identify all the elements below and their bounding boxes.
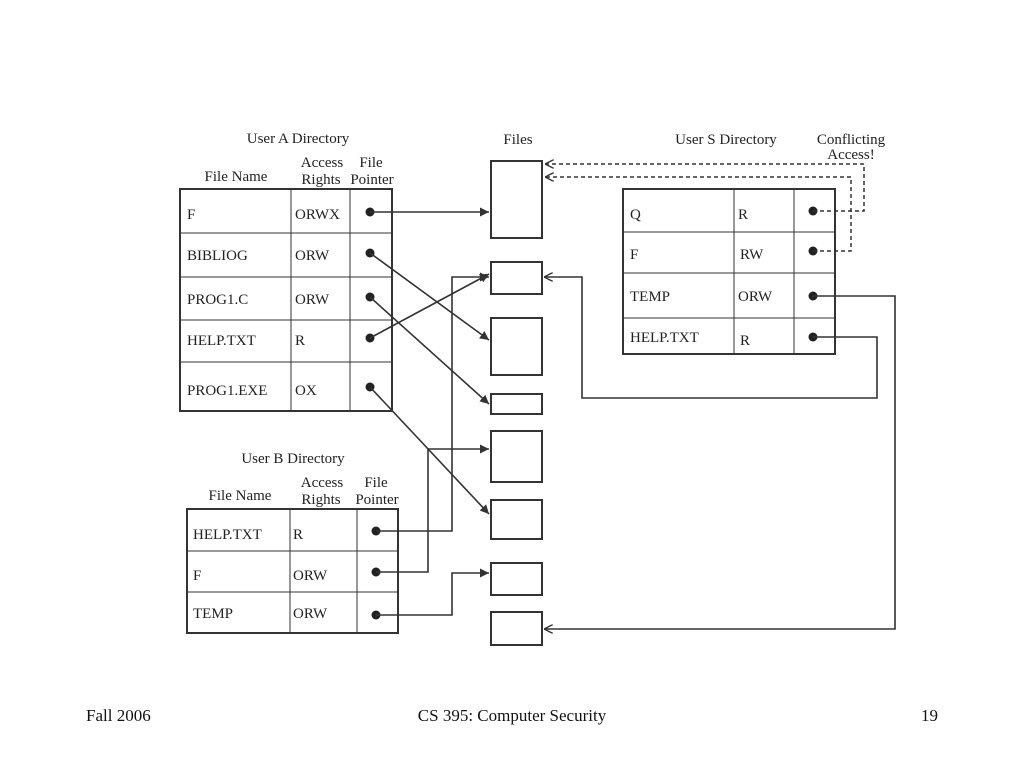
user-s-row-1-name: Q: [630, 207, 641, 223]
user-s-row-2-rights: RW: [740, 247, 764, 263]
file-block-2: [490, 261, 543, 295]
user-b-access-rights-header-line2: Rights: [301, 492, 340, 508]
user-b-row-3-rights: ORW: [293, 606, 328, 622]
user-a-directory-heading: User A Directory: [247, 131, 350, 147]
user-b-row-1-name: HELP.TXT: [193, 527, 262, 543]
file-block-5: [490, 430, 543, 483]
user-a-row-1-name: F: [187, 207, 195, 223]
user-a-directory-table: [179, 188, 393, 412]
user-a-row-5-rights: OX: [295, 383, 317, 399]
user-a-row-3-rights: ORW: [295, 292, 330, 308]
file-pointer-dots: [365, 206, 818, 620]
user-b-row-2-rights: ORW: [293, 568, 328, 584]
file-blocks: [490, 160, 543, 646]
user-s-row-3-name: TEMP: [630, 289, 670, 305]
arrow-a-prog1c-to-file-4: [369, 296, 490, 405]
user-s-row-1-rights: R: [738, 207, 748, 223]
user-b-row-1-rights: R: [293, 527, 303, 543]
user-s-directory-table: [622, 188, 836, 355]
user-b-access-rights-header-line1: Access: [301, 475, 344, 491]
user-s-directory-heading: User S Directory: [675, 132, 777, 148]
file-block-8: [490, 611, 543, 646]
user-a-row-4-rights: R: [295, 333, 305, 349]
conflicting-access-label-line1: Conflicting: [817, 132, 886, 148]
arrow-s-helptxt-to-file-2: [544, 277, 878, 399]
user-a-row-5-name: PROG1.EXE: [187, 383, 267, 399]
pointer-arrows: [369, 207, 896, 629]
user-s-row-4-name: HELP.TXT: [630, 330, 699, 346]
user-s-row-3-rights: ORW: [738, 289, 773, 305]
arrow-b-temp-to-file-7: [376, 568, 489, 616]
user-b-file-name-header: File Name: [209, 488, 272, 504]
user-a-row-4-name: HELP.TXT: [187, 333, 256, 349]
arrow-s-q-to-file-1: [545, 164, 865, 212]
arrow-a-helptxt-to-file-2: [369, 273, 490, 339]
user-s-row-2-name: F: [630, 247, 638, 263]
file-block-6: [490, 499, 543, 540]
file-block-4: [490, 393, 543, 415]
arrow-s-temp-to-file-8: [544, 295, 896, 629]
user-b-directory-heading: User B Directory: [241, 451, 345, 467]
conflicting-access-label-line2: Access!: [827, 147, 874, 163]
user-b-row-2-name: F: [193, 568, 201, 584]
user-s-row-4-rights: R: [740, 333, 750, 349]
footer-slide-number: 19: [921, 706, 938, 725]
user-b-file-pointer-header-line1: File: [364, 475, 388, 491]
user-a-row-1-rights: ORWX: [295, 207, 340, 223]
files-heading: Files: [503, 132, 532, 148]
footer-course-title: CS 395: Computer Security: [417, 706, 607, 725]
file-block-7: [490, 562, 543, 596]
user-b-file-pointer-header-line2: Pointer: [355, 492, 398, 508]
user-a-file-pointer-header-line2: Pointer: [350, 172, 393, 188]
user-a-access-rights-header-line1: Access: [301, 155, 344, 171]
arrow-b-helptxt-to-file-2: [376, 272, 489, 532]
file-block-1: [490, 160, 543, 239]
arrow-b-f-to-file-5: [376, 444, 489, 573]
user-a-row-3-name: PROG1.C: [187, 292, 248, 308]
user-a-file-name-header: File Name: [205, 169, 268, 185]
user-a-row-2-rights: ORW: [295, 248, 330, 264]
user-b-directory-table: [186, 508, 399, 634]
user-b-row-3-name: TEMP: [193, 606, 233, 622]
footer-date: Fall 2006: [86, 706, 151, 725]
file-block-3: [490, 317, 543, 376]
user-a-access-rights-header-line2: Rights: [301, 172, 340, 188]
conflicting-access-arrows: [545, 164, 865, 252]
arrow-a-bibliog-to-file-3: [369, 252, 490, 341]
user-a-file-pointer-header-line1: File: [359, 155, 383, 171]
user-a-row-2-name: BIBLIOG: [187, 248, 248, 264]
arrow-a-prog1exe-to-file-6: [369, 386, 490, 515]
